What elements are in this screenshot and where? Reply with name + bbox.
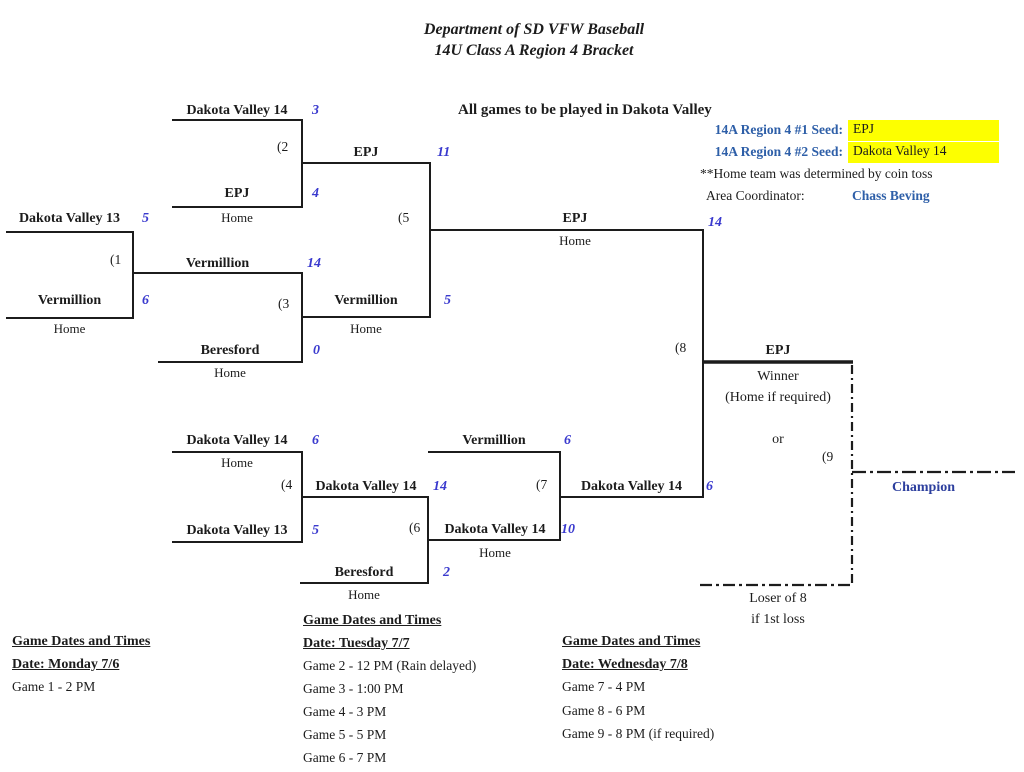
game1-top-team-name: Dakota Valley 13 — [18, 211, 121, 226]
game7-top-team-name: Vermillion — [462, 433, 526, 448]
game1-top-score: 5 — [142, 211, 149, 226]
game2-label: (2 — [277, 139, 289, 154]
schedule2-game-time: Game 3 - 1:00 PM — [303, 681, 404, 696]
game7-winner-name: Dakota Valley 14 — [580, 479, 683, 494]
game1-bottom-team-name: Vermillion — [37, 293, 102, 308]
schedule1-game-time: Game 1 - 2 PM — [12, 679, 96, 694]
game4-top-home-label: Home — [221, 455, 253, 470]
game6-winner-name: Dakota Valley 14 — [444, 522, 546, 537]
game3-bottom-team-name: Beresford — [200, 343, 260, 358]
loser-of-8-note: Loser of 8 — [749, 591, 807, 606]
coin-toss-note: **Home team was determined by coin toss — [700, 166, 933, 181]
area-coordinator-name: Chass Beving — [852, 188, 930, 203]
game8-winner-note: Winner — [757, 369, 799, 384]
game6-bottom-score: 2 — [443, 565, 450, 580]
game3-bottom-score: 0 — [313, 343, 320, 358]
game6-winner-score: 10 — [561, 522, 575, 537]
or-text: or — [772, 432, 784, 447]
seed2-value-highlight: Dakota Valley 14 — [848, 142, 999, 163]
game1-bracket-lines — [6, 231, 302, 319]
game3-label: (3 — [278, 296, 290, 311]
schedule2-game-time: Game 4 - 3 PM — [303, 704, 387, 719]
area-coordinator-label: Area Coordinator: — [706, 188, 805, 203]
game2-winner-score: 11 — [437, 145, 451, 160]
seed1-value-highlight: EPJ — [848, 120, 999, 141]
schedule3-game-time: Game 9 - 8 PM (if required) — [562, 726, 715, 741]
schedule3-game-time: Game 7 - 4 PM — [562, 679, 646, 694]
game6-bottom-home-label: Home — [348, 587, 380, 602]
game7-top-score: 6 — [564, 433, 571, 448]
game6-bottom-team-name: Beresford — [334, 565, 394, 580]
game2-top-score: 3 — [312, 103, 319, 118]
game8-home-if-required-note: (Home if required) — [725, 390, 831, 405]
game7-label: (7 — [536, 477, 548, 492]
game5-winner-score: 14 — [708, 215, 722, 230]
game8-winner-name: EPJ — [765, 343, 791, 358]
game2-bottom-score: 4 — [312, 186, 319, 201]
seed1-label: 14A Region 4 #1 Seed: — [714, 122, 843, 137]
champion-label: Champion — [891, 480, 956, 495]
game4-top-team-name: Dakota Valley 14 — [186, 433, 288, 448]
game2-bottom-home-label: Home — [221, 210, 253, 225]
game5-winner-name: EPJ — [562, 211, 588, 226]
schedule2-game-time: Game 5 - 5 PM — [303, 727, 387, 742]
game5-winner-home-label: Home — [559, 233, 591, 248]
game5-label: (5 — [398, 210, 410, 225]
game2-bracket-lines — [172, 119, 430, 208]
game5-bracket-lines — [429, 162, 703, 318]
game6-bracket-lines — [300, 496, 560, 584]
game7-winner-score: 6 — [706, 479, 713, 494]
game4-bottom-score: 5 — [312, 523, 319, 538]
venue-note: All games to be played in Dakota Valley — [458, 102, 712, 118]
game2-bottom-team-name: EPJ — [224, 186, 250, 201]
schedule1-header: Game Dates and Times — [12, 634, 151, 649]
schedule2-game-time: Game 6 - 7 PM — [303, 750, 387, 765]
game7-bracket-lines — [428, 451, 703, 541]
game6-label: (6 — [409, 520, 421, 535]
game1-bottom-score: 6 — [142, 293, 149, 308]
game3-winner-name: Vermillion — [334, 293, 398, 308]
game8-bracket-lines — [702, 229, 853, 498]
schedule3-game-time: Game 8 - 6 PM — [562, 703, 646, 718]
game4-bracket-lines — [172, 451, 428, 543]
schedule2-header: Game Dates and Times — [303, 613, 442, 628]
game4-label: (4 — [281, 477, 293, 492]
game1-winner-score: 14 — [307, 256, 321, 271]
seed2-label: 14A Region 4 #2 Seed: — [714, 144, 843, 159]
schedule1-date: Date: Monday 7/6 — [12, 657, 120, 672]
page-title-line1: Department of SD VFW Baseball — [423, 21, 645, 38]
game8-label: (8 — [675, 340, 687, 355]
page-title-line2: 14U Class A Region 4 Bracket — [434, 42, 634, 59]
schedule2-game-time: Game 2 - 12 PM (Rain delayed) — [303, 658, 477, 673]
game2-winner-name: EPJ — [353, 145, 379, 160]
game3-bracket-lines — [158, 272, 430, 363]
game9-label: (9 — [822, 449, 834, 464]
if-first-loss-note: if 1st loss — [751, 612, 805, 627]
game3-winner-home-label: Home — [350, 321, 382, 336]
schedule2-date: Date: Tuesday 7/7 — [303, 636, 410, 651]
game9-bracket-lines — [700, 365, 1015, 587]
game1-bottom-home-label: Home — [53, 321, 86, 336]
schedule3-header: Game Dates and Times — [562, 634, 701, 649]
game3-bottom-home-label: Home — [214, 365, 246, 380]
game2-top-team-name: Dakota Valley 14 — [186, 103, 288, 118]
game4-winner-score: 14 — [433, 479, 447, 494]
game6-winner-home-label: Home — [479, 545, 511, 560]
game3-winner-score: 5 — [444, 293, 451, 308]
schedule3-date: Date: Wednesday 7/8 — [562, 657, 688, 672]
game4-bottom-team-name: Dakota Valley 13 — [186, 523, 288, 538]
game1-label: (1 — [110, 252, 122, 267]
game1-winner-name: Vermillion — [185, 256, 250, 271]
game4-winner-name: Dakota Valley 14 — [315, 479, 417, 494]
game4-top-score: 6 — [312, 433, 319, 448]
